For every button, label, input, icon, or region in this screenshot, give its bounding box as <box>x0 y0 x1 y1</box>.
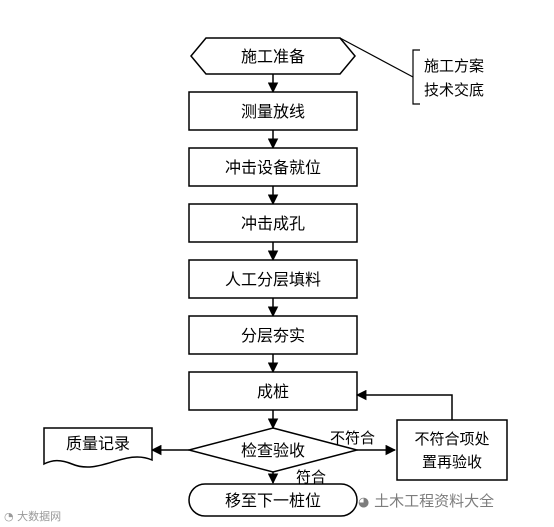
arrow-rework-loop <box>355 389 453 420</box>
pass-label: 符合 <box>296 468 326 486</box>
watermark-logo-icon: ◔ <box>4 510 14 523</box>
step-label-5: 分层夯实 <box>241 326 305 345</box>
decision-label: 检查验收 <box>241 441 305 460</box>
rework-box <box>396 419 508 481</box>
rework-line-2: 置再验收 <box>422 453 482 471</box>
rework-line-1: 不符合项处 <box>414 430 489 448</box>
annotation-bracket <box>412 49 420 105</box>
start-label: 施工准备 <box>241 47 305 66</box>
annotation-line-1: 施工方案 <box>424 57 484 75</box>
step-label-4: 人工分层填料 <box>225 270 321 289</box>
step-box-6 <box>188 371 358 411</box>
step-box-2 <box>188 147 358 187</box>
step-label-1: 测量放线 <box>241 102 305 121</box>
step-box-5 <box>188 315 358 355</box>
step-box-1 <box>188 91 358 131</box>
watermark-right: ◕ 土木工程资料大全 <box>358 490 494 511</box>
end-label: 移至下一桩位 <box>225 491 321 510</box>
record-label: 质量记录 <box>66 434 130 453</box>
step-box-3 <box>188 203 358 243</box>
watermark-left: ◔ 大数据网 <box>4 508 61 524</box>
annotation-connector <box>339 37 414 78</box>
watermark-right-text: 土木工程资料大全 <box>374 492 495 510</box>
step-label-6: 成桩 <box>257 382 289 401</box>
annotation-line-2: 技术交底 <box>424 81 484 99</box>
record-document <box>43 427 153 468</box>
step-label-3: 冲击成孔 <box>241 214 305 233</box>
fail-label: 不符合 <box>330 429 375 447</box>
step-label-2: 冲击设备就位 <box>225 158 321 177</box>
step-box-4 <box>188 259 358 299</box>
end-node <box>188 483 358 517</box>
watermark-left-text: 大数据网 <box>17 510 62 523</box>
wechat-icon: ◕ <box>358 495 370 510</box>
